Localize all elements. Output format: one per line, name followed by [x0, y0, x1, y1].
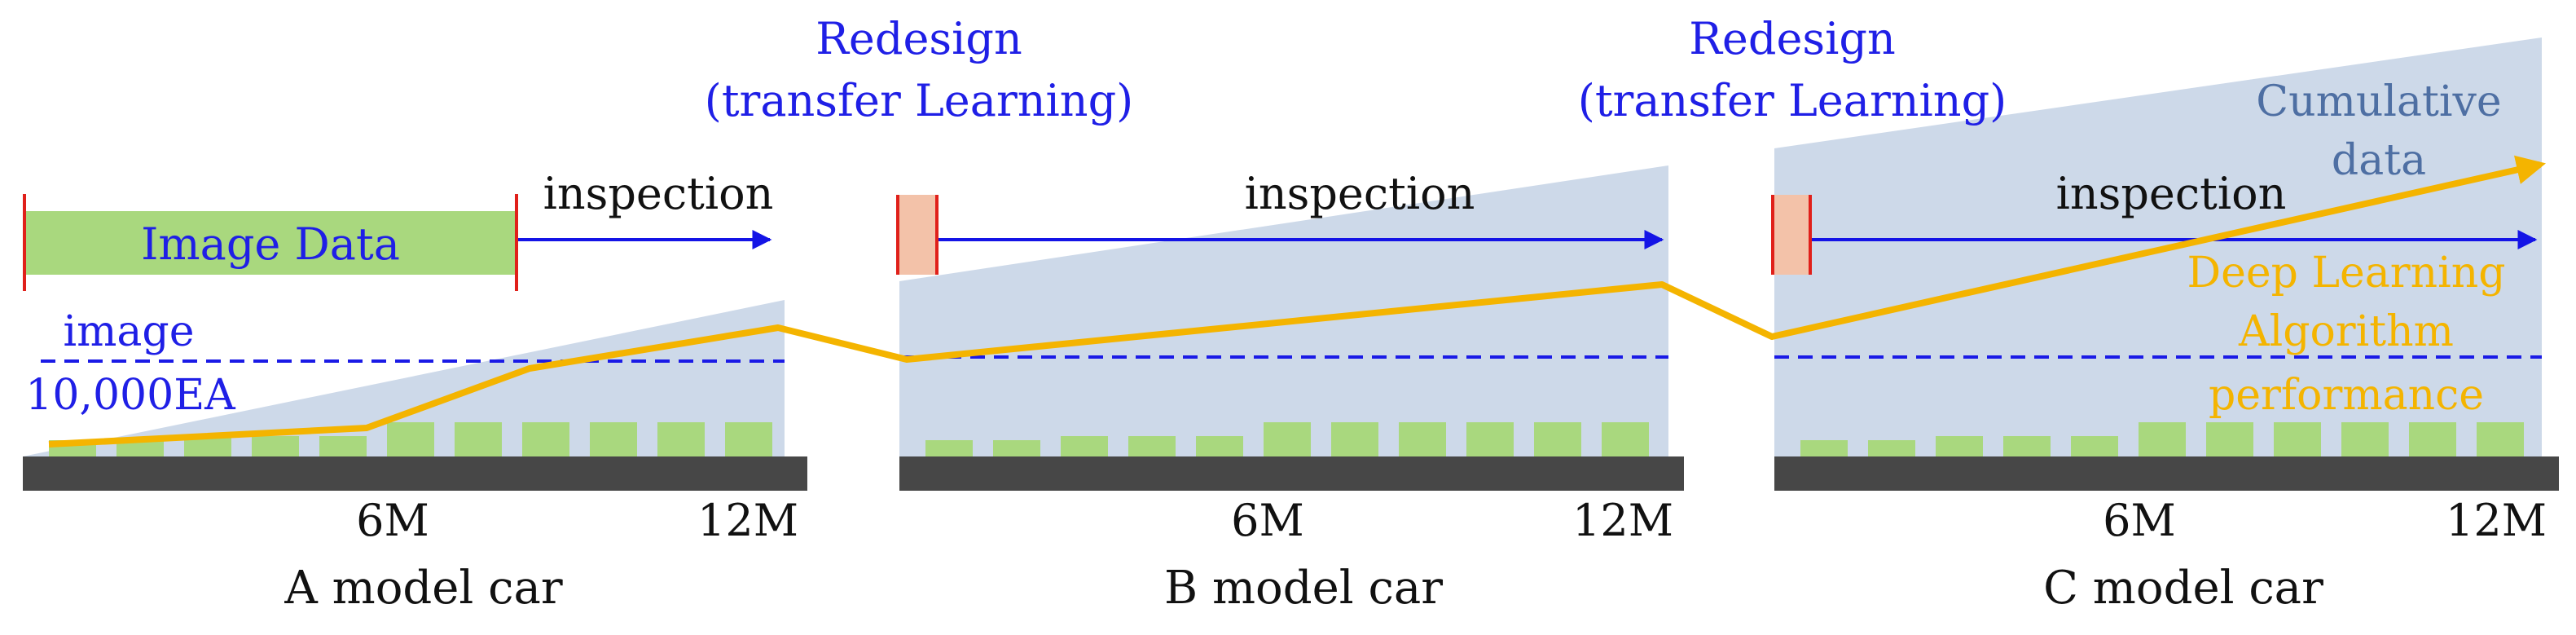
image-data-phase-box: [24, 211, 517, 275]
data-bar: [2003, 436, 2051, 456]
data-bar: [1602, 422, 1649, 456]
data-bar: [2071, 436, 2118, 456]
image-data-label: Image Data: [141, 218, 400, 270]
data-bar: [2341, 422, 2389, 456]
algorithm-performance-label-line2: Algorithm: [2238, 307, 2454, 356]
redesign-box-b: [898, 195, 937, 275]
tick-label-6m-b: 6M: [1231, 495, 1304, 546]
data-bar: [1800, 440, 1848, 456]
panel-a: Image Data inspection image 10,000EA 6M …: [23, 168, 807, 615]
data-bar: [319, 436, 367, 456]
data-bar: [1196, 436, 1243, 456]
data-bar: [725, 422, 772, 456]
data-bars-c: [1800, 422, 2524, 456]
data-bar: [2206, 422, 2253, 456]
algorithm-performance-label-line1: Deep Learning: [2187, 249, 2505, 298]
data-bar: [993, 440, 1040, 456]
cumulative-data-label-line1: Cumulative: [2256, 77, 2501, 126]
panel-caption-a: A model car: [284, 562, 563, 615]
data-bar: [1061, 436, 1108, 456]
inspection-label-a: inspection: [543, 168, 774, 219]
image-threshold-label-line2: 10,000EA: [25, 371, 236, 420]
data-bar: [1534, 422, 1581, 456]
panel-b: Redesign (transfer Learning) inspection …: [705, 13, 1684, 615]
data-bar: [2409, 422, 2456, 456]
data-bar: [590, 422, 637, 456]
redesign-label-2-line2: (transfer Learning): [1578, 75, 2007, 126]
data-bar: [116, 440, 164, 456]
cumulative-data-label-line2: data: [2332, 136, 2426, 185]
data-bar: [522, 422, 569, 456]
timeline-bar-b: [899, 456, 1684, 491]
data-bar: [2477, 422, 2524, 456]
data-bar: [1264, 422, 1311, 456]
algorithm-performance-curve: [48, 155, 2547, 448]
data-bar: [657, 422, 705, 456]
data-bar: [1868, 440, 1915, 456]
tick-label-12m-a: 12M: [697, 495, 798, 546]
image-threshold-label-line1: image: [63, 307, 194, 356]
tick-label-6m-c: 6M: [2103, 495, 2176, 546]
inspection-label-b: inspection: [1245, 168, 1475, 219]
tick-label-12m-c: 12M: [2446, 495, 2547, 546]
inspection-label-c: inspection: [2056, 168, 2287, 219]
data-bar: [387, 422, 434, 456]
data-bars-a: [49, 422, 772, 456]
data-bar: [1128, 436, 1176, 456]
data-bar: [2274, 422, 2321, 456]
cumulative-data-wedge-a: [23, 300, 785, 456]
tick-label-12m-b: 12M: [1572, 495, 1673, 546]
redesign-label-1-line1: Redesign: [815, 13, 1022, 64]
data-bar: [1466, 422, 1514, 456]
data-bar: [1331, 422, 1378, 456]
panel-c: Redesign (transfer Learning) Cumulative …: [1578, 13, 2559, 615]
data-bar: [1399, 422, 1446, 456]
data-bar: [1936, 436, 1983, 456]
data-bars-b: [925, 422, 1649, 456]
panel-caption-b: B model car: [1164, 562, 1443, 615]
data-bar: [252, 436, 299, 456]
data-bar: [455, 422, 502, 456]
data-bar: [2139, 422, 2186, 456]
tick-label-6m-a: 6M: [356, 495, 429, 546]
redesign-box-c: [1773, 195, 1810, 275]
redesign-label-1-line2: (transfer Learning): [705, 75, 1133, 126]
timeline-bar-c: [1774, 456, 2559, 491]
algorithm-performance-label-line3: performance: [2209, 371, 2484, 420]
timeline-bar-a: [23, 456, 807, 491]
data-bar: [925, 440, 973, 456]
redesign-label-2-line1: Redesign: [1689, 13, 1895, 64]
panel-caption-c: C model car: [2043, 562, 2323, 615]
